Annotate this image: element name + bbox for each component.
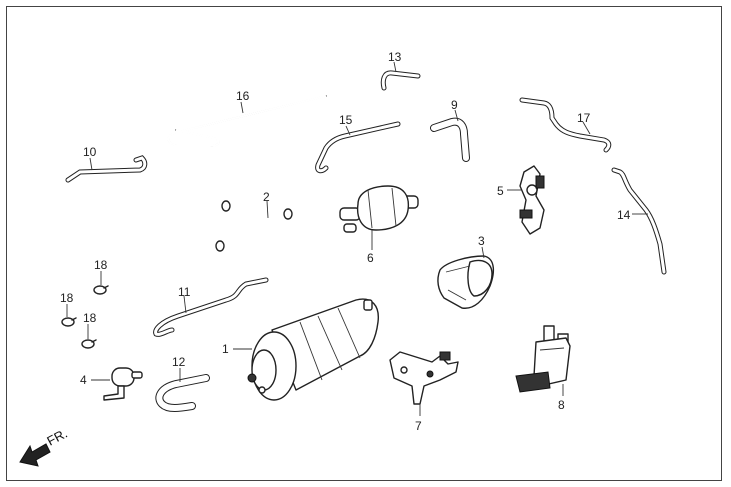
part-12-hose bbox=[155, 374, 210, 412]
part-5-valve-bracket bbox=[519, 165, 545, 235]
part-2-tee-joint bbox=[215, 200, 293, 252]
part-11-hose bbox=[153, 277, 269, 337]
callout-4: 4 bbox=[80, 373, 87, 387]
callout-11: 11 bbox=[178, 285, 191, 299]
part-1-charcoal-canister bbox=[247, 298, 379, 401]
callout-18-b: 18 bbox=[60, 291, 74, 305]
callout-5: 5 bbox=[497, 184, 504, 198]
callout-12: 12 bbox=[172, 355, 186, 369]
part-15-hose bbox=[315, 121, 401, 174]
part-13-hose bbox=[380, 70, 421, 91]
part-17-hose bbox=[519, 97, 612, 153]
callout-3: 3 bbox=[478, 234, 485, 248]
part-16-hose bbox=[167, 95, 327, 147]
callout-18-a: 18 bbox=[94, 258, 108, 272]
callout-7: 7 bbox=[415, 419, 422, 433]
callout-6: 6 bbox=[367, 251, 374, 265]
callout-2: 2 bbox=[263, 190, 270, 204]
front-label: FR. bbox=[44, 426, 70, 449]
callout-16: 16 bbox=[236, 89, 250, 103]
callout-9: 9 bbox=[451, 98, 458, 112]
part-14-hose bbox=[611, 167, 667, 275]
callout-15: 15 bbox=[339, 113, 353, 127]
part-18-clamp-a bbox=[93, 285, 109, 295]
part-18-clamp-c bbox=[81, 339, 97, 349]
part-8-solenoid-valve bbox=[515, 325, 571, 393]
part-10-hose bbox=[65, 155, 148, 183]
callout-17: 17 bbox=[577, 111, 591, 125]
part-6-fuel-filter bbox=[339, 185, 419, 233]
part-7-bracket bbox=[389, 351, 459, 405]
part-9-hose bbox=[430, 117, 470, 162]
front-direction-arrow: FR. bbox=[19, 426, 70, 467]
callout-18-c: 18 bbox=[83, 311, 97, 325]
callout-10: 10 bbox=[83, 145, 97, 159]
part-3-cover-cap bbox=[437, 255, 495, 309]
part-4-check-valve bbox=[103, 367, 143, 401]
callout-14: 14 bbox=[617, 208, 631, 222]
diagram-border bbox=[6, 6, 722, 481]
callout-13: 13 bbox=[388, 50, 402, 64]
part-18-clamp-b bbox=[61, 317, 77, 327]
callout-1: 1 bbox=[222, 342, 229, 356]
callout-8: 8 bbox=[558, 398, 565, 412]
